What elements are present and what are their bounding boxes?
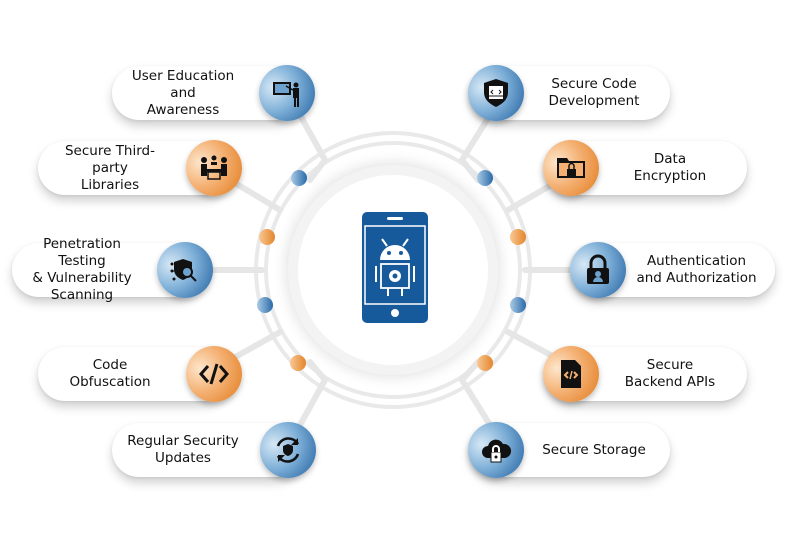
cloud-lock-icon [468, 422, 524, 478]
ring-dots [257, 170, 526, 371]
item-label: Code Obfuscation [69, 357, 151, 390]
code-file-icon [543, 346, 599, 402]
code-shield-icon [468, 65, 524, 121]
padlock-user-icon [570, 242, 626, 298]
android-phone-gear-icon [362, 212, 428, 323]
meeting-table-icon [186, 140, 242, 196]
ring-dot [477, 355, 493, 371]
ring-dot [510, 229, 526, 245]
ring-dot [259, 229, 275, 245]
ring-dot [291, 170, 307, 186]
ring-dot [510, 297, 526, 313]
shield-refresh-icon [260, 422, 316, 478]
folder-lock-icon [543, 140, 599, 196]
ring-dot [477, 170, 493, 186]
teacher-board-icon [259, 65, 315, 121]
code-brackets-icon [186, 346, 242, 402]
ring-dot [257, 297, 273, 313]
shield-search-icon [157, 242, 213, 298]
ring-dot [290, 355, 306, 371]
item-label: Secure Storage [542, 441, 646, 458]
